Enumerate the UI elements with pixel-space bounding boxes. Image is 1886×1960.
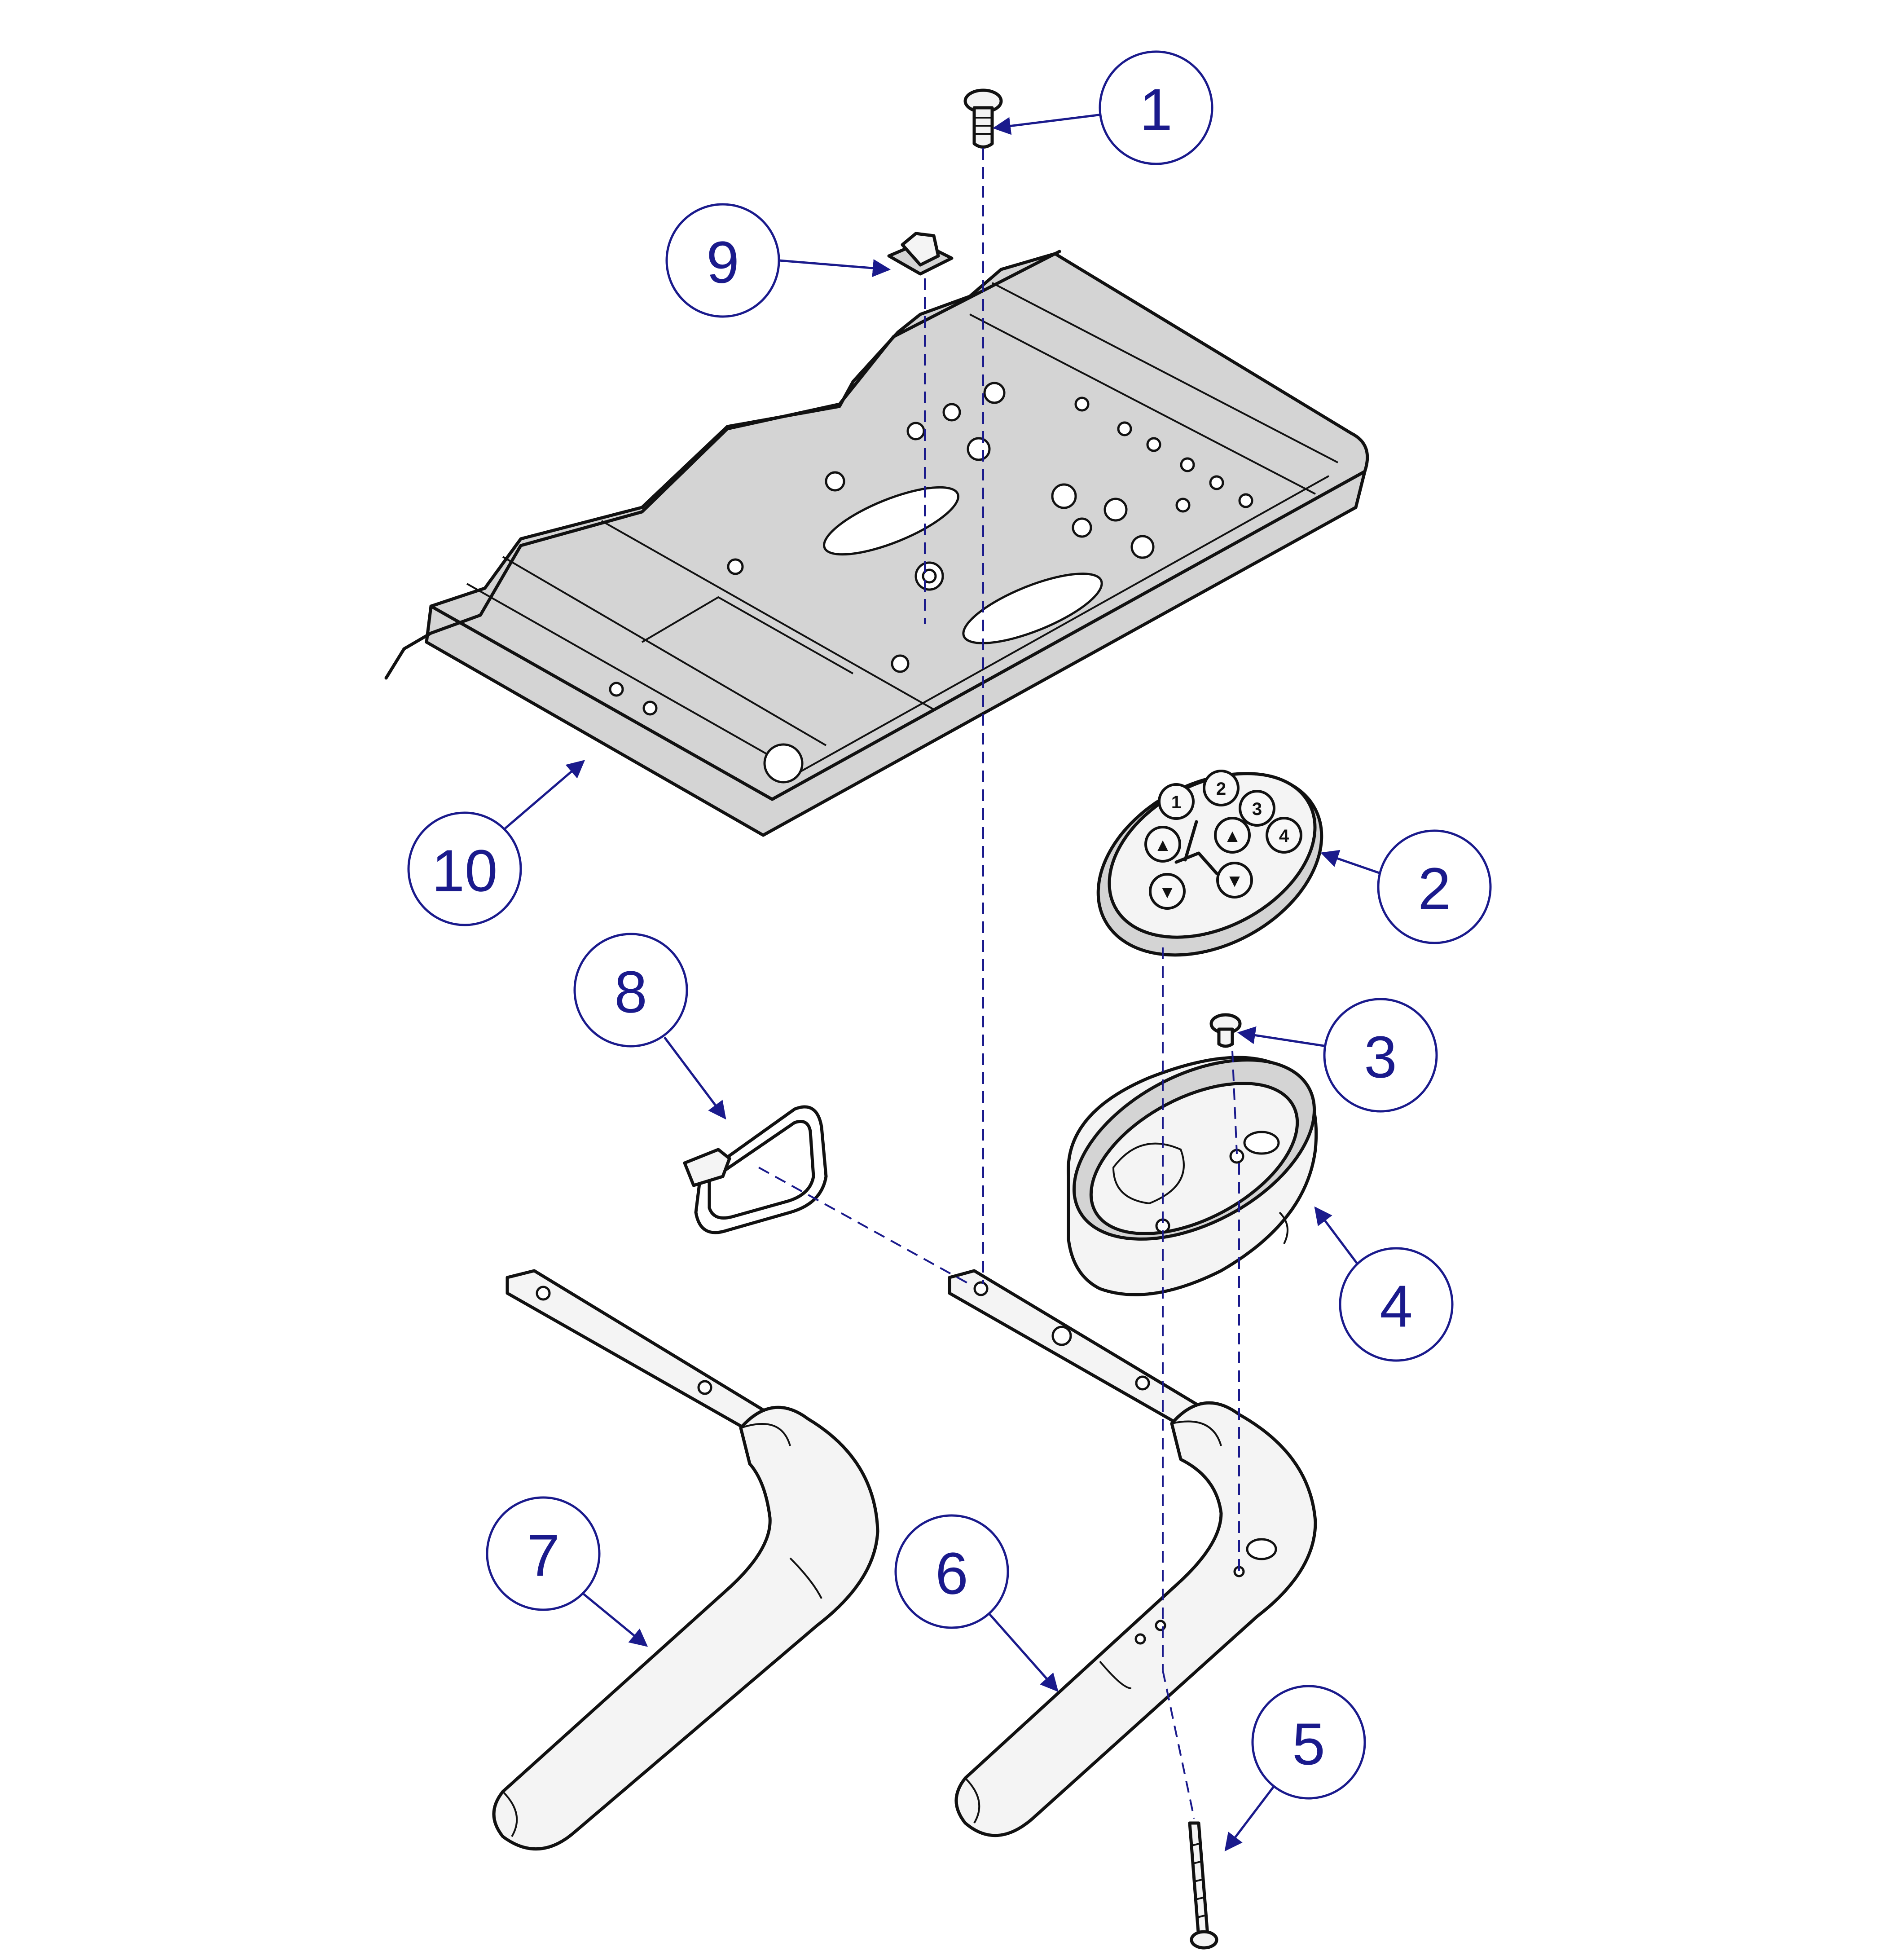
callout-balloon-6 xyxy=(894,1514,1009,1629)
keypad-key-label-6: ▲ xyxy=(1223,826,1241,846)
keypad-key-label-1: 1 xyxy=(1171,793,1181,812)
strap-part-8 xyxy=(683,1105,828,1234)
keypad-part-2: 1 2 34 ▲ ▲ ▼ ▼ xyxy=(1096,770,1323,957)
keypad-key-2: 2 xyxy=(1203,770,1240,806)
callout-3: 3 xyxy=(1237,998,1438,1113)
callout-number-10: 10 xyxy=(432,838,498,904)
keypad-key-3: 3 xyxy=(1239,790,1275,827)
callout-balloon-5 xyxy=(1251,1685,1366,1800)
keypad-key-5: ▲ xyxy=(1144,826,1181,863)
callout-10: 10 xyxy=(407,760,585,926)
keypad-key-label-5: ▲ xyxy=(1154,835,1172,855)
callout-leader-5 xyxy=(1224,1784,1276,1852)
callout-number-8: 8 xyxy=(614,959,647,1025)
callout-5: 5 xyxy=(1224,1685,1366,1852)
callout-leader-7 xyxy=(583,1593,648,1647)
callout-leader-2 xyxy=(1320,850,1381,875)
plate-slot-2 xyxy=(962,573,1103,644)
keypad-key-6: ▲ xyxy=(1214,817,1251,854)
keypad-key-1: 1 xyxy=(1158,783,1195,820)
plate-break-line xyxy=(384,250,1061,680)
callout-4: 4 xyxy=(1314,1206,1454,1362)
plate-holes xyxy=(609,382,1253,784)
keypad-key-4: 4 xyxy=(1266,817,1302,854)
callout-6: 6 xyxy=(894,1514,1059,1692)
keypad-key-label-8: ▼ xyxy=(1226,871,1244,891)
callout-8: 8 xyxy=(573,933,726,1120)
keypad-key-label-7: ▼ xyxy=(1158,882,1176,902)
callout-number-2: 2 xyxy=(1418,856,1451,922)
callout-number-7: 7 xyxy=(527,1523,559,1589)
callout-balloon-1 xyxy=(1099,50,1213,165)
keypad-key-label-4: 4 xyxy=(1279,826,1289,846)
callout-number-1: 1 xyxy=(1139,77,1172,143)
callout-number-3: 3 xyxy=(1364,1024,1397,1090)
callout-9: 9 xyxy=(665,203,891,318)
callout-2: 2 xyxy=(1320,829,1492,944)
keypad-key-label-2: 2 xyxy=(1216,779,1226,799)
cable-clip-part-9 xyxy=(887,232,954,276)
mounting-plate-part-10 xyxy=(384,250,1369,837)
callout-number-4: 4 xyxy=(1380,1273,1412,1339)
assembly-line-3 xyxy=(758,1167,970,1285)
callout-balloon-7 xyxy=(486,1496,601,1611)
keypad-key-8: ▼ xyxy=(1216,862,1253,899)
callout-leader-1 xyxy=(993,113,1103,135)
callout-leader-10 xyxy=(504,760,585,829)
screw-part-1 xyxy=(963,88,1003,149)
assembly-line-5 xyxy=(1162,1670,1195,1819)
callout-7: 7 xyxy=(486,1496,648,1647)
callout-balloon-9 xyxy=(665,203,780,318)
callout-number-5: 5 xyxy=(1292,1711,1325,1777)
callout-balloon-8 xyxy=(573,933,688,1048)
plate-slot-1 xyxy=(823,486,959,556)
callout-balloon-4 xyxy=(1339,1247,1454,1362)
callout-balloon-3 xyxy=(1323,998,1438,1113)
callout-leader-9 xyxy=(778,259,891,277)
callout-balloon-10 xyxy=(407,811,522,926)
callout-balloon-2 xyxy=(1377,829,1492,944)
armrest-tube-part-6 xyxy=(948,1269,1317,1837)
screw-part-5 xyxy=(1188,1821,1218,1950)
callout-leader-6 xyxy=(987,1611,1059,1692)
callout-leader-3 xyxy=(1237,1026,1327,1048)
callout-leader-8 xyxy=(664,1036,726,1120)
assembly-lines xyxy=(758,148,1240,1819)
callout-number-9: 9 xyxy=(706,229,739,295)
keypad-key-label-3: 3 xyxy=(1252,799,1262,819)
keypad-key-7: ▼ xyxy=(1149,873,1186,910)
housing-cup-part-4 xyxy=(1067,1056,1318,1296)
keypad-keys: 1 2 34 ▲ ▲ ▼ ▼ xyxy=(1144,770,1302,910)
callout-number-6: 6 xyxy=(935,1541,968,1607)
screw-part-3 xyxy=(1209,1013,1242,1048)
assembly-line-6 xyxy=(1231,1050,1238,1154)
armrest-tube-part-7 xyxy=(492,1269,879,1851)
callout-leader-4 xyxy=(1314,1206,1363,1272)
callout-1: 1 xyxy=(993,50,1213,165)
